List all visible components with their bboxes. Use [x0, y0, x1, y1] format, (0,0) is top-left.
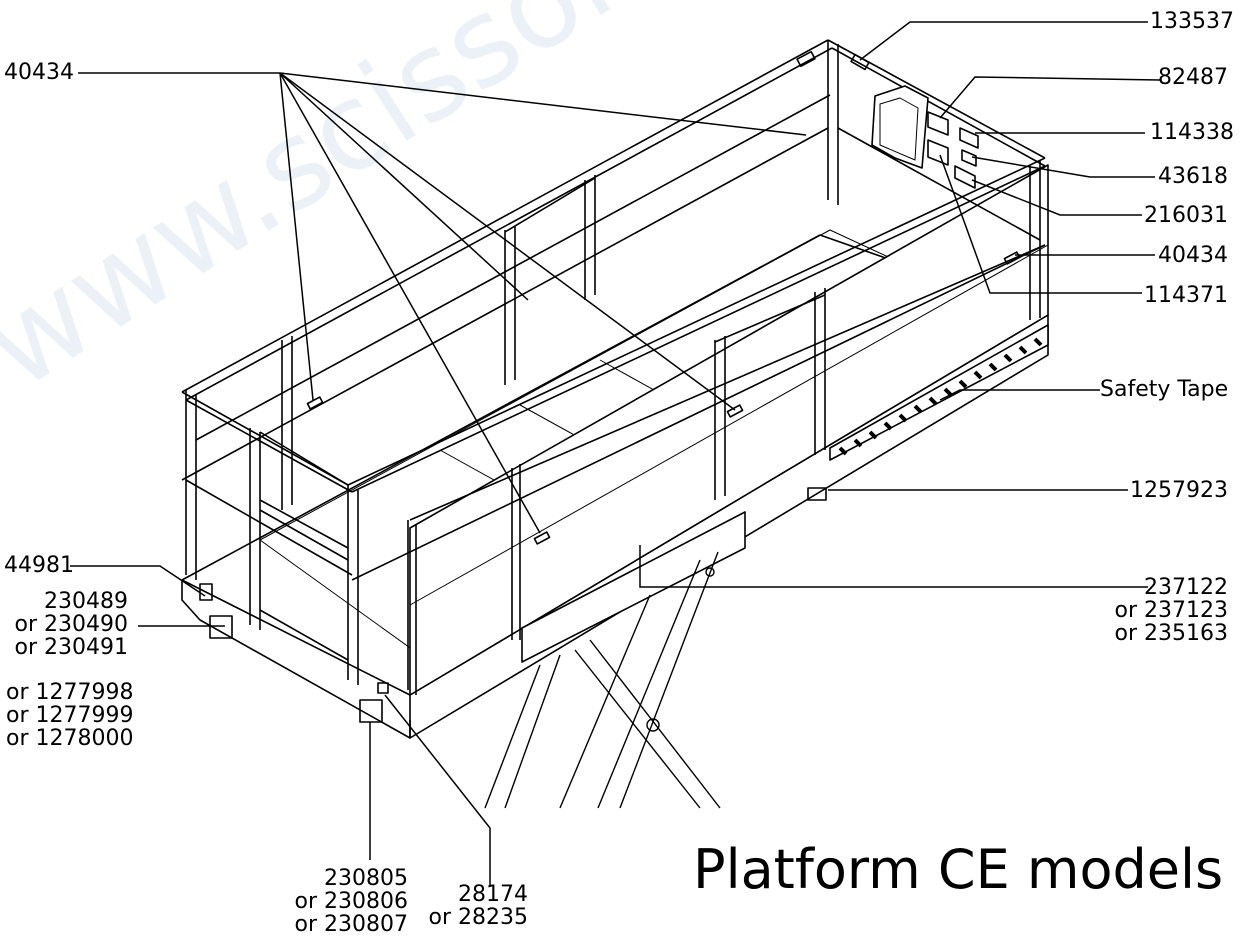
label-40434-left: 40434 — [4, 60, 74, 85]
label-237122-line1: 237122 — [1144, 575, 1228, 600]
front-panel — [410, 165, 1048, 695]
safety-tape-stripes — [840, 339, 1041, 454]
label-230489-line1: 230489 — [44, 589, 128, 614]
label-237122-line2: or 237123 — [1114, 598, 1228, 623]
label-230489-line3: or 230491 — [14, 635, 128, 660]
label-82487: 82487 — [1158, 65, 1228, 90]
label-1277998-line1: or 1277998 — [6, 680, 134, 705]
diagram-title: Platform CE models — [693, 838, 1224, 901]
safety-tape — [830, 325, 1048, 460]
label-28174-line2: or 28235 — [428, 905, 528, 930]
label-safety-tape: Safety Tape — [1100, 377, 1229, 402]
label-114371: 114371 — [1144, 283, 1228, 308]
label-216031: 216031 — [1144, 203, 1228, 228]
label-44981: 44981 — [4, 553, 74, 578]
label-40434-right: 40434 — [1158, 243, 1228, 268]
label-230805-line3: or 230807 — [294, 912, 408, 937]
decal-237122 — [522, 512, 745, 662]
label-28174-line1: 28174 — [458, 882, 528, 907]
label-230805-line2: or 230806 — [294, 889, 408, 914]
label-230489-line2: or 230490 — [14, 612, 128, 637]
label-114338: 114338 — [1150, 120, 1234, 145]
label-1277998-line3: or 1278000 — [6, 726, 134, 751]
label-1277998-line2: or 1277999 — [6, 703, 134, 728]
label-43618: 43618 — [1158, 164, 1228, 189]
label-133537: 133537 — [1150, 9, 1234, 34]
label-1257923: 1257923 — [1130, 478, 1228, 503]
label-237122-line3: or 235163 — [1114, 621, 1228, 646]
leader-lines — [70, 22, 1160, 886]
scissor-arms — [485, 552, 720, 808]
label-230805-line1: 230805 — [324, 866, 408, 891]
platform-drawing — [182, 40, 1048, 808]
